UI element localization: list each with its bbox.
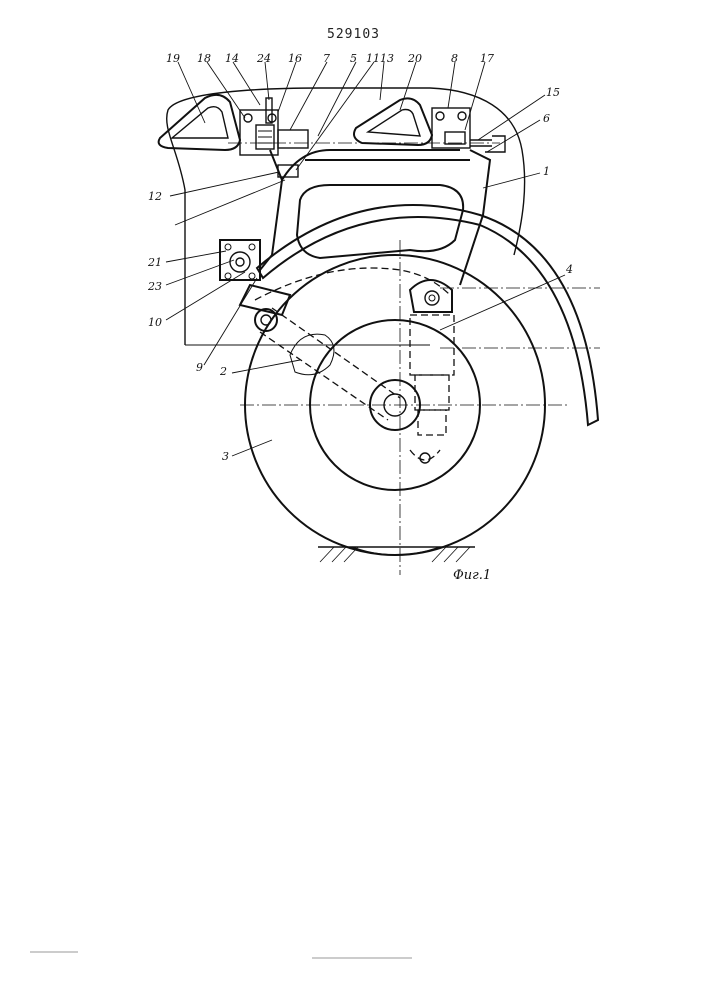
callout-17: 17 — [480, 52, 494, 65]
callout-10: 10 — [148, 316, 162, 329]
callout-18: 18 — [197, 52, 211, 65]
callout-20: 20 — [407, 52, 422, 65]
bracket-19 — [159, 95, 240, 150]
frame-1 — [260, 150, 490, 285]
bracket-20-inner — [368, 110, 420, 137]
pivot-bracket — [240, 285, 290, 315]
callout-19: 19 — [166, 52, 180, 65]
callout-23: 23 — [147, 280, 162, 293]
callout-21: 21 — [147, 256, 162, 269]
callout-5: 5 — [350, 52, 357, 65]
callout-3: 3 — [222, 450, 229, 463]
callout-15: 15 — [546, 86, 560, 99]
callout-11: 11 — [366, 52, 380, 65]
callout-12: 12 — [148, 190, 162, 203]
callout-7: 7 — [323, 52, 330, 65]
callout-2: 2 — [219, 365, 227, 378]
latch-mechanism — [432, 108, 505, 152]
bracket-20 — [354, 98, 432, 145]
callout-14: 14 — [225, 52, 239, 65]
callout-24: 24 — [256, 52, 271, 65]
callout-13: 13 — [380, 52, 394, 65]
frame-window — [297, 185, 463, 258]
callout-9: 9 — [196, 361, 203, 374]
figure-caption: Фиг.1 — [453, 568, 491, 583]
shock-absorber-4 — [410, 280, 454, 463]
callout-16: 16 — [288, 52, 302, 65]
callout-8: 8 — [451, 52, 458, 65]
tire-contact — [352, 547, 440, 555]
lock-mechanism — [240, 98, 308, 155]
fender-dashed — [255, 268, 450, 300]
callout-4: 4 — [565, 263, 573, 276]
callout-1: 1 — [543, 165, 550, 178]
callout-6: 6 — [543, 112, 550, 125]
mechanism-21 — [220, 240, 260, 280]
